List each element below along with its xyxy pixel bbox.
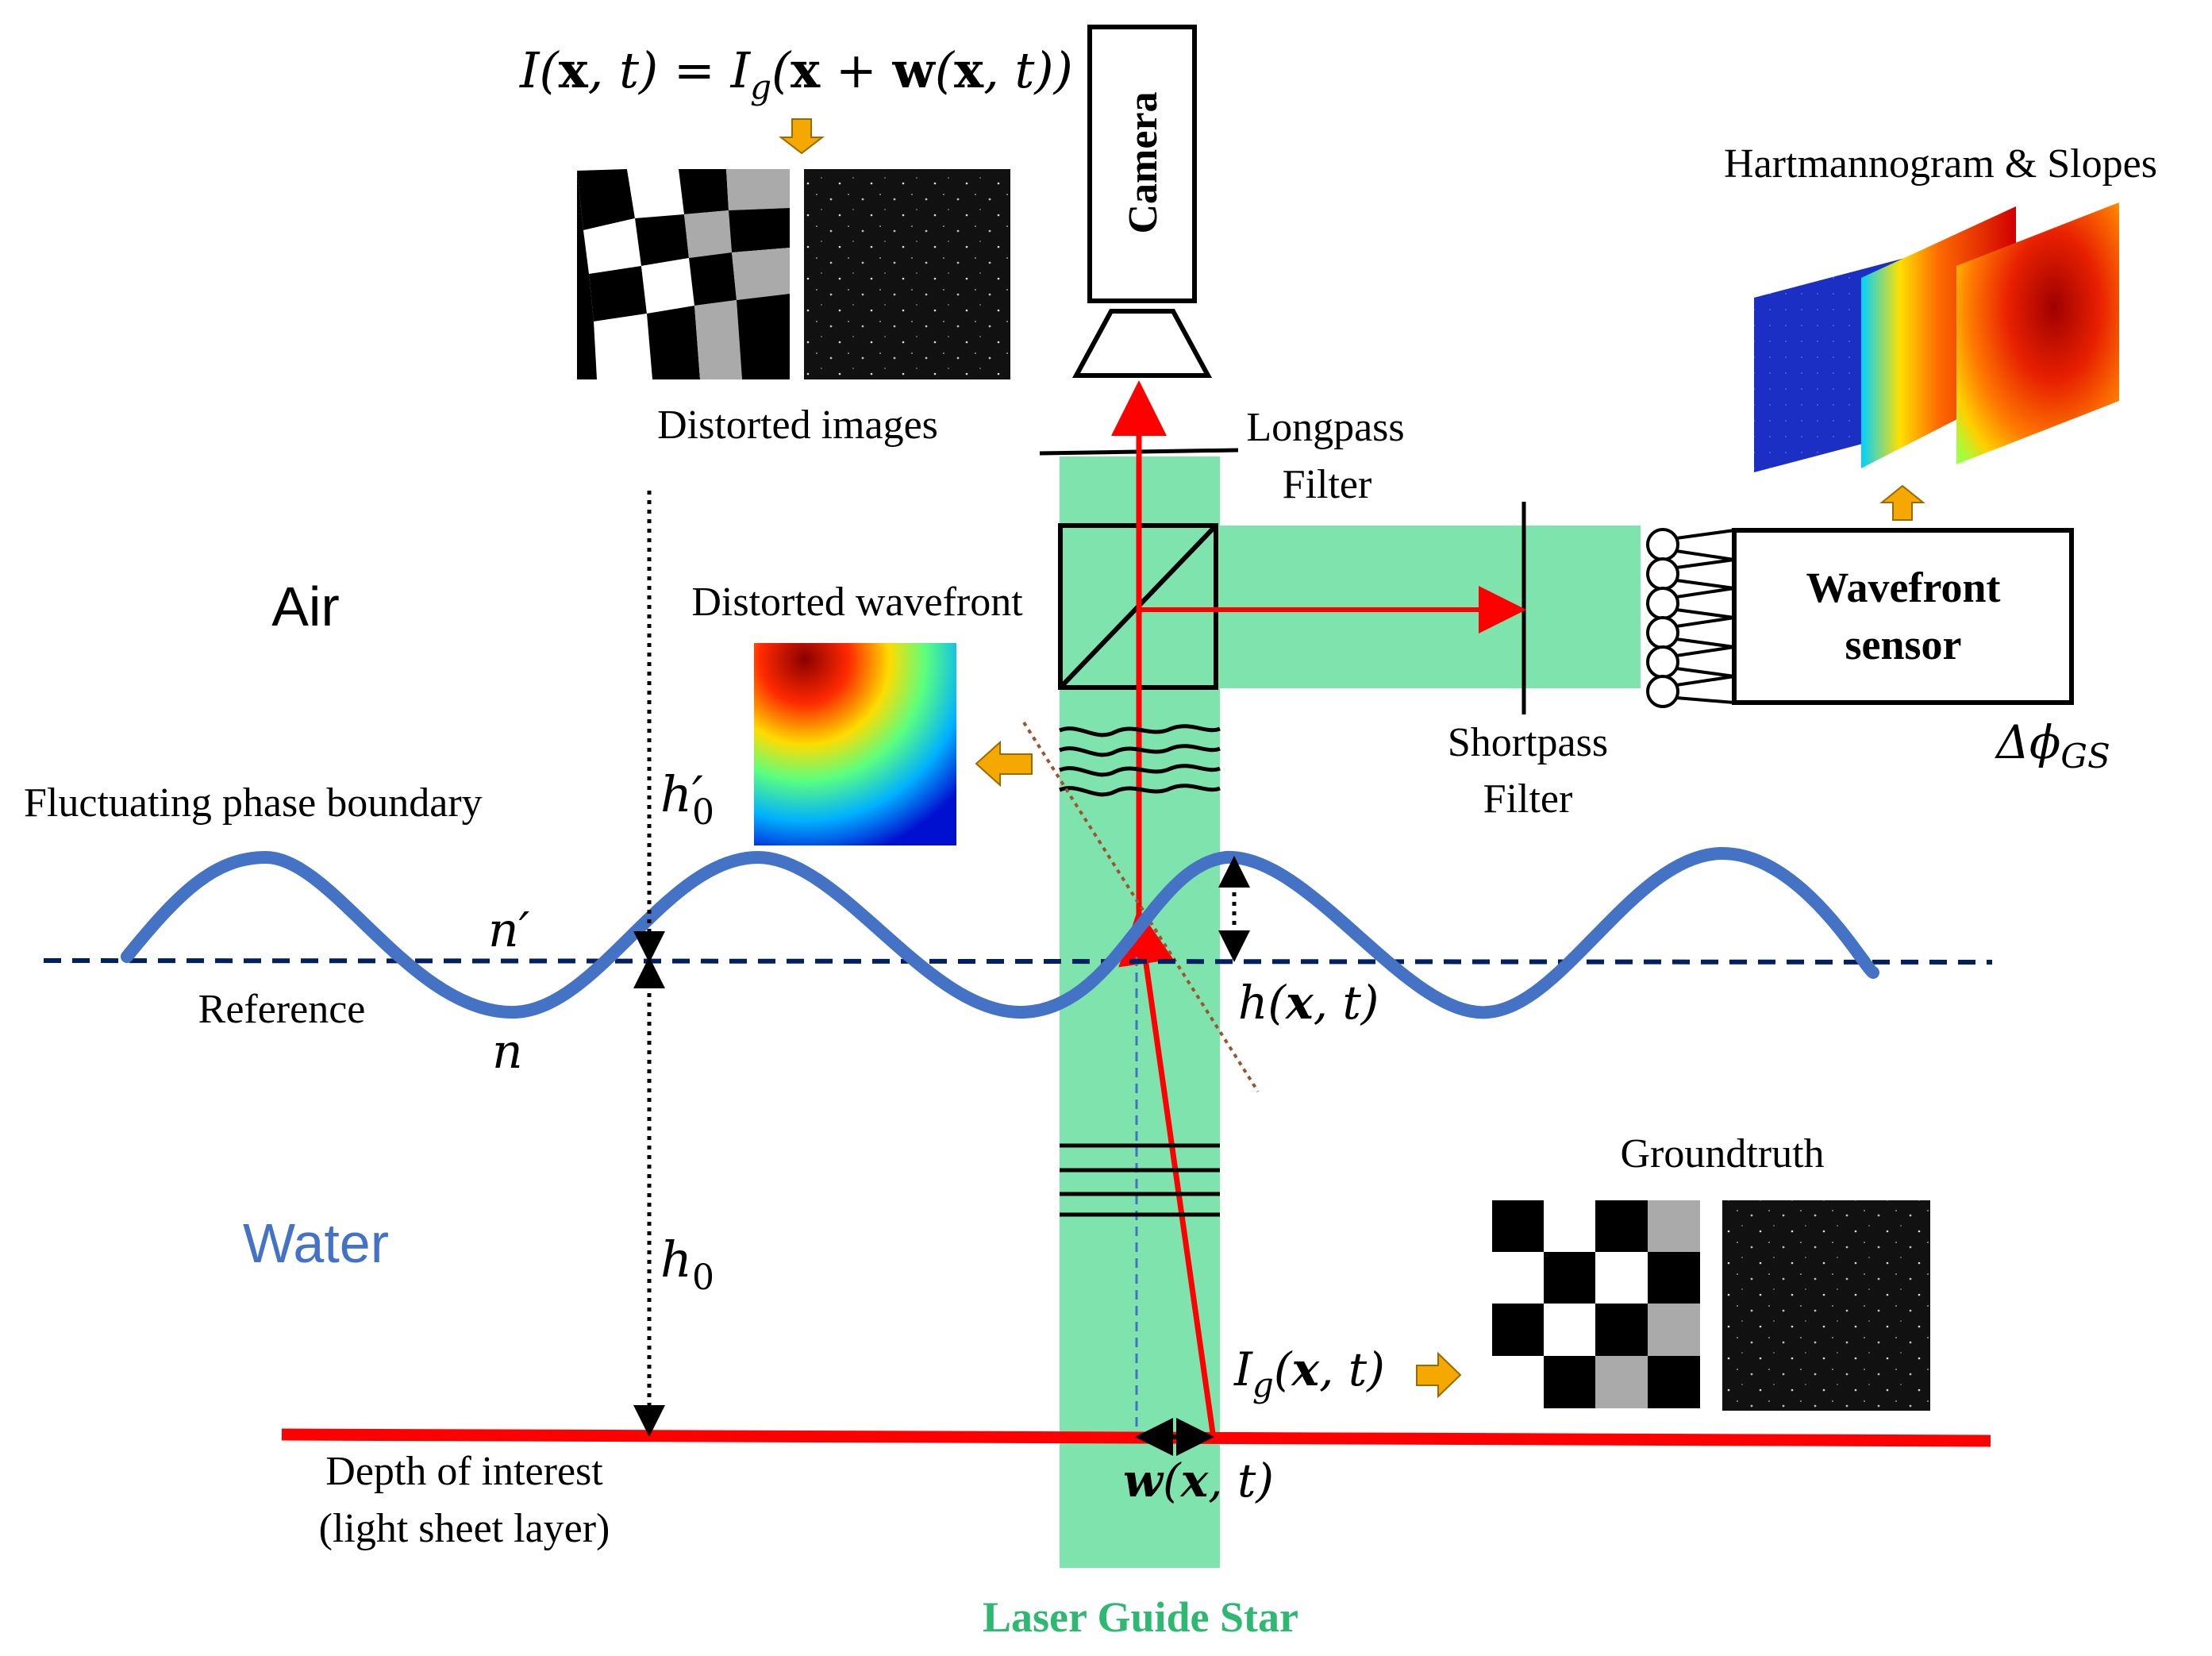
air-label: Air: [271, 576, 340, 637]
shortpass-filter-label-1: Shortpass: [1448, 720, 1608, 765]
slope-y-panel: [1956, 202, 2119, 464]
shortpass-filter-label-2: Filter: [1483, 776, 1573, 822]
orange-arrow-left: [975, 740, 1033, 788]
lenslet-array: [1646, 528, 1735, 708]
h0-label: h0: [660, 1230, 714, 1298]
distorted-images-label: Distorted images: [657, 402, 938, 448]
n-label: n: [492, 1024, 523, 1080]
h0-prime-label: h′0: [660, 765, 714, 833]
planar-wavefront-lines: [1060, 1143, 1220, 1217]
ig-xt-label: Ig(x, t): [1233, 1342, 1385, 1404]
h-xt-label: h(x, t): [1238, 976, 1379, 1030]
groundtruth-label: Groundtruth: [1620, 1131, 1824, 1177]
depth-of-interest-line: [281, 1428, 1991, 1447]
camera-body: [1087, 25, 1197, 303]
depth-label-1: Depth of interest: [325, 1449, 603, 1494]
distorted-wavefront-label: Distorted wavefront: [691, 580, 1023, 625]
w-xt-label: w(x, t): [1123, 1454, 1274, 1508]
wavefront-sensor-label-2: sensor: [1845, 621, 1962, 668]
groundtruth-particle-image: [1722, 1200, 1930, 1411]
water-label: Water: [243, 1212, 389, 1274]
camera-lens: [1071, 309, 1213, 378]
distorted-wavefront-map: [754, 643, 956, 845]
phase-boundary-wave: [121, 846, 1879, 1019]
longpass-filter-label-1: Longpass: [1246, 405, 1404, 450]
groundtruth-checkerboard-image: [1492, 1200, 1700, 1408]
distorted-checkerboard-image: [577, 169, 790, 379]
image-equation: I(x, t) = Ig(x + w(x, t)): [519, 41, 1073, 106]
distorted-wavefront-lines: [1059, 724, 1221, 797]
reference-label: Reference: [198, 987, 366, 1032]
longpass-filter-label-2: Filter: [1283, 462, 1372, 507]
wavefront-sensor-box: [1732, 528, 2074, 705]
reference-line: [43, 958, 1993, 965]
laser-beam-horizontal: [1220, 526, 1641, 688]
n-prime-label: n′: [488, 903, 530, 958]
camera-label: Camera: [1121, 91, 1166, 233]
delta-phi-gs: ΔϕGS: [1995, 715, 2110, 776]
fluctuating-boundary-label: Fluctuating phase boundary: [24, 780, 483, 826]
surface-normal-tangent: [1022, 721, 1260, 1093]
orange-arrow-down: [779, 118, 825, 155]
distorted-particle-image: [804, 169, 1010, 379]
orange-arrow-right: [1416, 1351, 1462, 1399]
hartmannogram-label: Hartmannogram & Slopes: [1724, 141, 2157, 187]
laser-guide-star-label: Laser Guide Star: [983, 1593, 1298, 1641]
laser-ray-refracted: [1118, 908, 1216, 1434]
wavefront-sensor-label-1: Wavefront: [1806, 564, 2001, 611]
depth-label-2: (light sheet layer): [319, 1506, 610, 1551]
orange-arrow-up: [1879, 484, 1925, 521]
